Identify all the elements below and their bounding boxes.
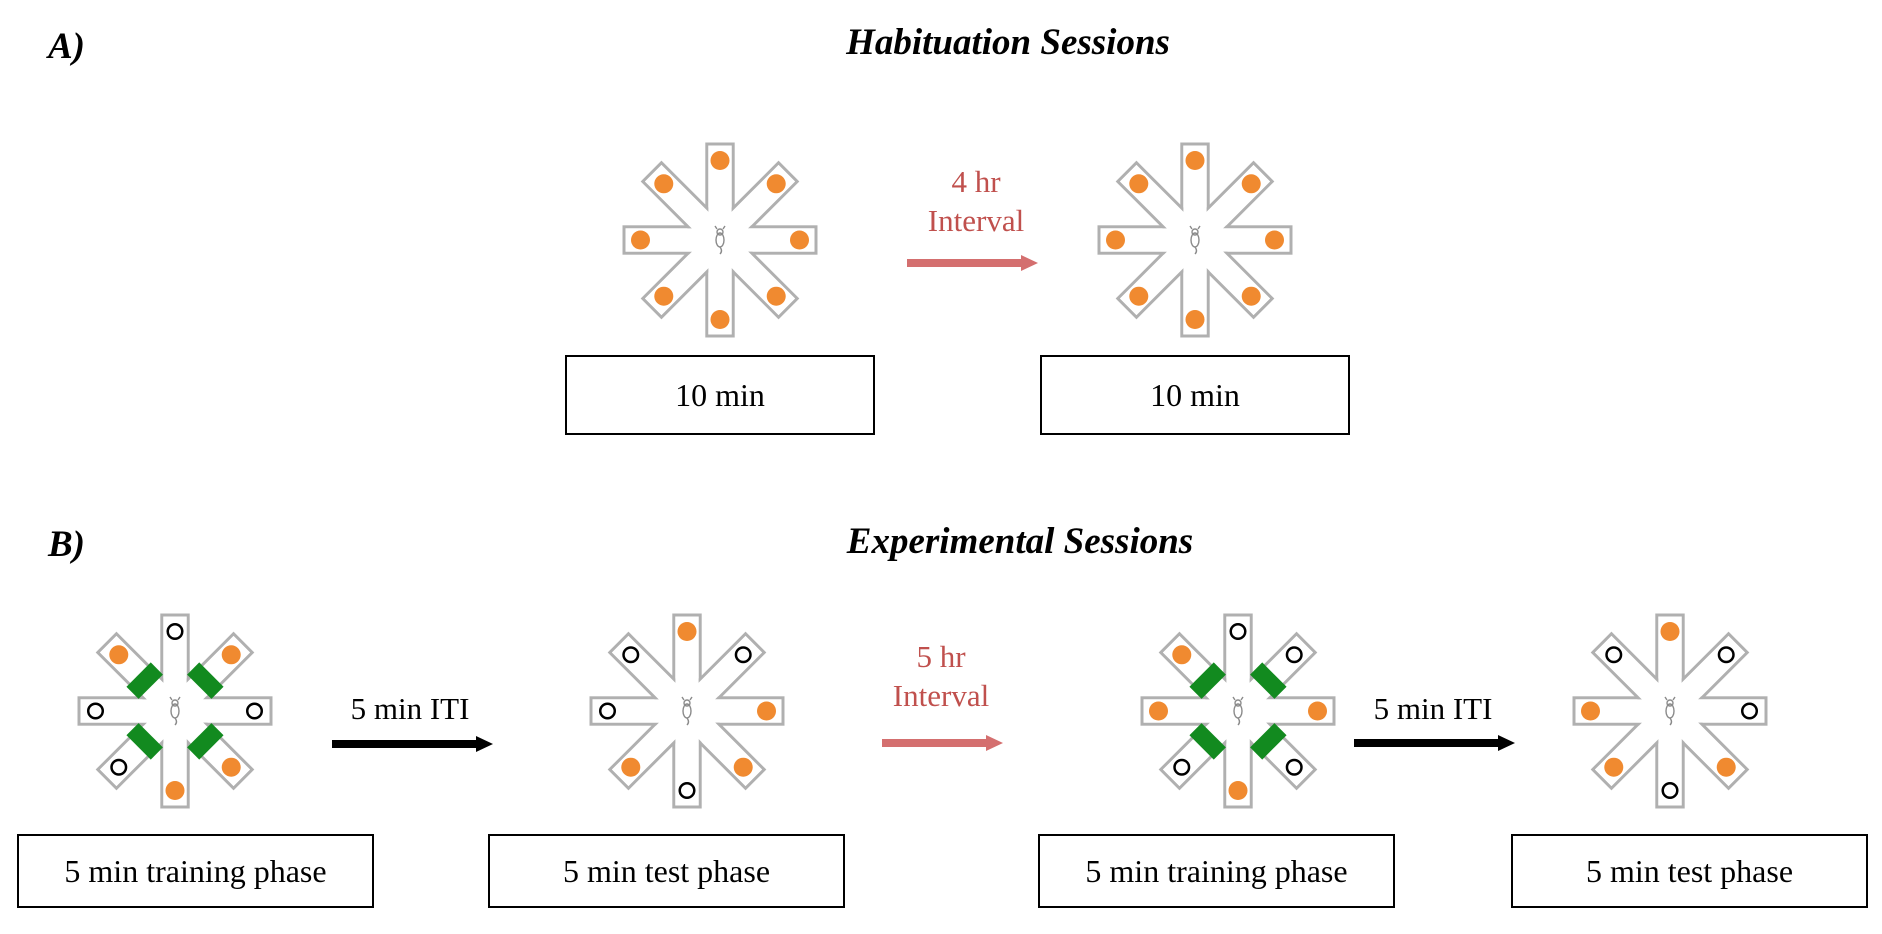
habituation-duration-box-1: 10 min [565,355,875,435]
rat-icon [1664,696,1676,726]
experimental-interval-label: 5 hr Interval [893,638,989,716]
phase-box-training-1: 5 min training phase [17,834,374,908]
food-pellet [1241,286,1261,306]
food-pellet [1185,150,1205,171]
habituation-interval-line2: Interval [927,202,1025,238]
food-pellet [654,174,674,194]
arm-block [1250,662,1287,699]
empty-food-cup [1740,702,1759,720]
food-pellet [1185,309,1205,330]
food-pellet [766,174,786,194]
empty-food-cup [245,702,264,720]
habituation-duration-box-2: 10 min [1040,355,1350,435]
food-pellet [677,621,697,642]
panel-b-letter: B) [48,524,85,565]
food-pellet [1604,757,1624,777]
empty-food-cup [110,758,128,776]
arm-block [187,662,224,699]
empty-food-cup [598,702,617,720]
experimental-maze-training-2 [1140,613,1336,809]
food-pellet [654,286,674,306]
habituation-maze-2 [1097,142,1293,338]
panel-b-title: Experimental Sessions [846,521,1194,562]
arm-block [1189,662,1226,699]
rat-icon [1232,696,1244,726]
experimental-interval-arrow [882,735,1003,751]
food-pellet [1129,286,1149,306]
food-pellet [1660,621,1680,642]
food-pellet [165,780,185,801]
food-pellet [1172,645,1192,665]
food-pellet [1580,701,1601,721]
habituation-interval-line1: 4 hr [951,164,1001,199]
arm-block [126,723,163,760]
experimental-maze-test-1 [589,613,785,809]
arm-block [126,662,163,699]
empty-food-cup [1661,781,1679,800]
habituation-maze-1 [622,142,818,338]
iti-arrow-1 [332,736,493,752]
phase-box-test-2: 5 min test phase [1511,834,1868,908]
food-pellet [1129,174,1149,194]
experimental-maze-test-2 [1572,613,1768,809]
empty-food-cup [622,646,640,664]
habituation-interval-label: 4 hr Interval [928,163,1024,241]
panel-a-letter: A) [48,26,85,67]
rat-icon [714,225,726,255]
food-pellet [109,645,129,665]
empty-food-cup [1229,622,1247,641]
food-pellet [221,757,241,777]
empty-food-cup [678,781,696,800]
arm-block [1189,723,1226,760]
food-pellet [1105,230,1126,250]
food-pellet [1307,701,1328,721]
empty-food-cup [1717,646,1735,664]
iti-arrow-2 [1354,735,1515,751]
arm-block [187,723,224,760]
food-pellet [621,757,641,777]
panel-a-title: Habituation Sessions [846,22,1170,63]
food-pellet [1716,757,1736,777]
iti-label-1: 5 min ITI [350,691,470,726]
phase-box-test-1: 5 min test phase [488,834,845,908]
food-pellet [1241,174,1261,194]
rat-icon [681,696,693,726]
empty-food-cup [1285,646,1303,664]
food-pellet [733,757,753,777]
experimental-maze-training-1 [77,613,273,809]
food-pellet [1228,780,1248,801]
rat-icon [1189,225,1201,255]
arm-block [1250,723,1287,760]
empty-food-cup [1173,758,1191,776]
food-pellet [630,230,651,250]
food-pellet [789,230,810,250]
food-pellet [1148,701,1169,721]
empty-food-cup [86,702,105,720]
food-pellet [756,701,777,721]
empty-food-cup [1285,758,1303,776]
food-pellet [221,645,241,665]
habituation-interval-arrow [907,255,1038,271]
rat-icon [169,696,181,726]
phase-box-training-2: 5 min training phase [1038,834,1395,908]
empty-food-cup [166,622,184,641]
experimental-interval-line1: 5 hr [916,639,966,674]
food-pellet [766,286,786,306]
food-pellet [710,150,730,171]
iti-label-2: 5 min ITI [1373,691,1493,726]
empty-food-cup [1605,646,1623,664]
empty-food-cup [734,646,752,664]
experimental-interval-line2: Interval [892,677,990,713]
food-pellet [710,309,730,330]
food-pellet [1264,230,1285,250]
